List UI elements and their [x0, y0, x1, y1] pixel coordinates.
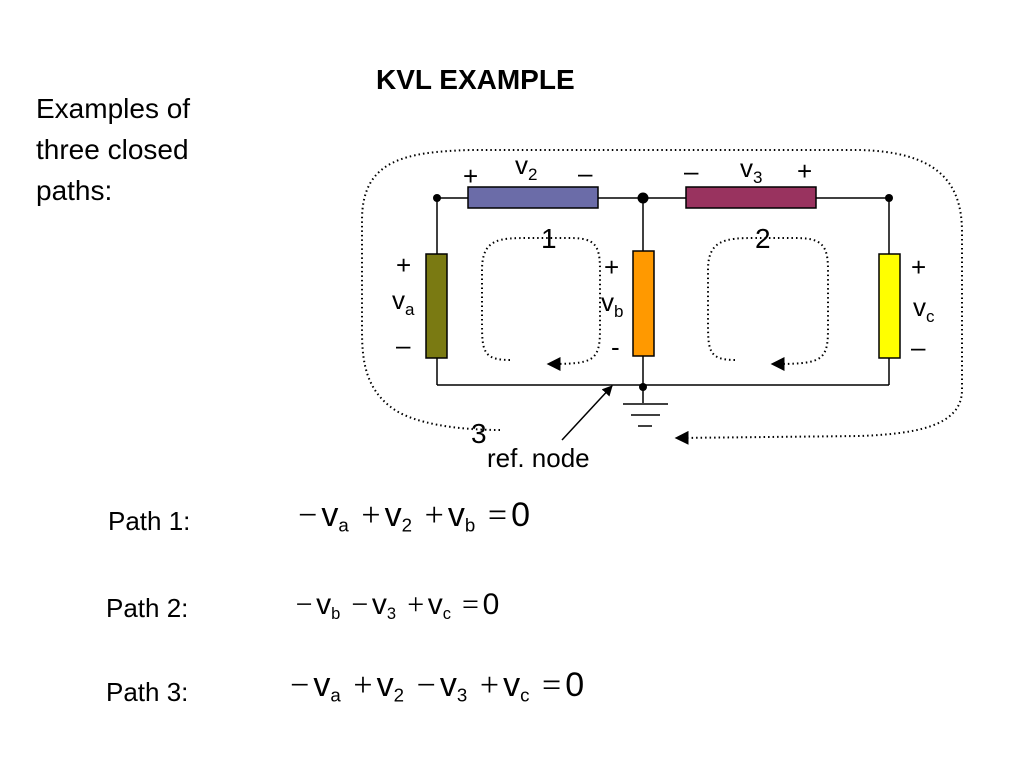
path-3-label: Path 3: [106, 677, 189, 707]
term-variable: v [371, 588, 387, 621]
term-variable: v [321, 496, 339, 534]
term-subscript: b [464, 514, 476, 536]
term-variable: v [384, 496, 402, 534]
intro-line-2: three closed [36, 134, 189, 165]
term-variable: v [316, 588, 332, 621]
term-subscript: a [330, 684, 341, 706]
term-variable: v [503, 666, 521, 704]
term-subscript: b [331, 604, 341, 623]
path-3-equation: −va +v2 −v3 +vc =0 [286, 666, 584, 707]
rhs-value: 0 [565, 666, 585, 704]
term-op: − [416, 667, 436, 704]
vb-label: vb [601, 287, 623, 321]
loop-2-path [707, 237, 829, 371]
equals-sign: = [487, 497, 508, 534]
term-op: + [361, 497, 381, 534]
circuit-wires [436, 197, 890, 403]
equals-sign: = [462, 588, 479, 621]
term-subscript: c [442, 604, 451, 623]
term-variable: v [439, 666, 457, 704]
node-top-middle [637, 192, 649, 204]
vc-label: vc [913, 292, 935, 326]
loop-1-number: 1 [541, 223, 557, 254]
ref-node-pointer [561, 385, 613, 441]
circuit-nodes [433, 192, 893, 391]
path-2-equation: −vb −v3 +vc =0 [292, 588, 500, 624]
term-op: − [351, 588, 369, 621]
node-ref [639, 383, 647, 391]
loop-3-number: 3 [471, 418, 487, 449]
vc-plus-sign: + [911, 252, 926, 282]
resistor-v2 [467, 186, 599, 209]
path-1-label: Path 1: [108, 506, 191, 536]
loop-1-path [481, 237, 601, 371]
vb-plus-sign: + [604, 252, 619, 282]
loop-2-number: 2 [755, 223, 771, 254]
va-label: va [392, 285, 415, 319]
term-op: − [298, 497, 318, 534]
rhs-value: 0 [511, 496, 531, 534]
equals-sign: = [542, 667, 562, 704]
term-op: + [353, 667, 373, 704]
v2-label: v2 [515, 150, 537, 184]
intro-text: Examples of three closed paths: [36, 88, 190, 211]
term-subscript: 2 [401, 514, 412, 536]
resistor-v3 [685, 186, 817, 209]
resistor-vc [878, 253, 901, 359]
term-subscript: a [338, 514, 349, 536]
v2-plus-sign: + [463, 161, 478, 191]
ground-icon [623, 403, 668, 427]
vc-minus-sign: – [911, 332, 926, 362]
loop-3-path [361, 149, 963, 445]
term-subscript: 3 [386, 604, 397, 623]
va-minus-sign: – [396, 330, 411, 360]
slide-title: KVL EXAMPLE [376, 64, 575, 95]
v3-plus-sign: + [797, 156, 812, 186]
term-variable: v [427, 588, 443, 621]
intro-line-3: paths: [36, 175, 113, 206]
resistor-va [425, 253, 448, 359]
term-op: + [407, 588, 425, 621]
path-2-label: Path 2: [106, 593, 189, 623]
v3-label: v3 [740, 153, 762, 187]
v2-minus-sign: – [578, 158, 593, 188]
v3-minus-sign: – [684, 156, 699, 186]
term-variable: v [313, 666, 331, 704]
node-top-left [433, 194, 441, 202]
term-op: − [295, 588, 313, 621]
intro-line-1: Examples of [36, 93, 191, 124]
term-op: − [290, 667, 310, 704]
term-op: + [424, 497, 444, 534]
path-1-equation: −va +v2 +vb =0 [294, 496, 530, 537]
term-subscript: 2 [393, 684, 404, 706]
term-op: + [479, 667, 500, 704]
rhs-value: 0 [482, 588, 500, 621]
ref-node-label: ref. node [487, 443, 590, 473]
term-variable: v [447, 496, 465, 534]
resistor-vb [632, 250, 655, 357]
vb-minus-sign: - [611, 332, 620, 362]
va-plus-sign: + [396, 250, 411, 280]
node-top-right [885, 194, 893, 202]
term-subscript: c [520, 684, 530, 706]
term-subscript: 3 [456, 684, 468, 706]
term-variable: v [376, 666, 394, 704]
